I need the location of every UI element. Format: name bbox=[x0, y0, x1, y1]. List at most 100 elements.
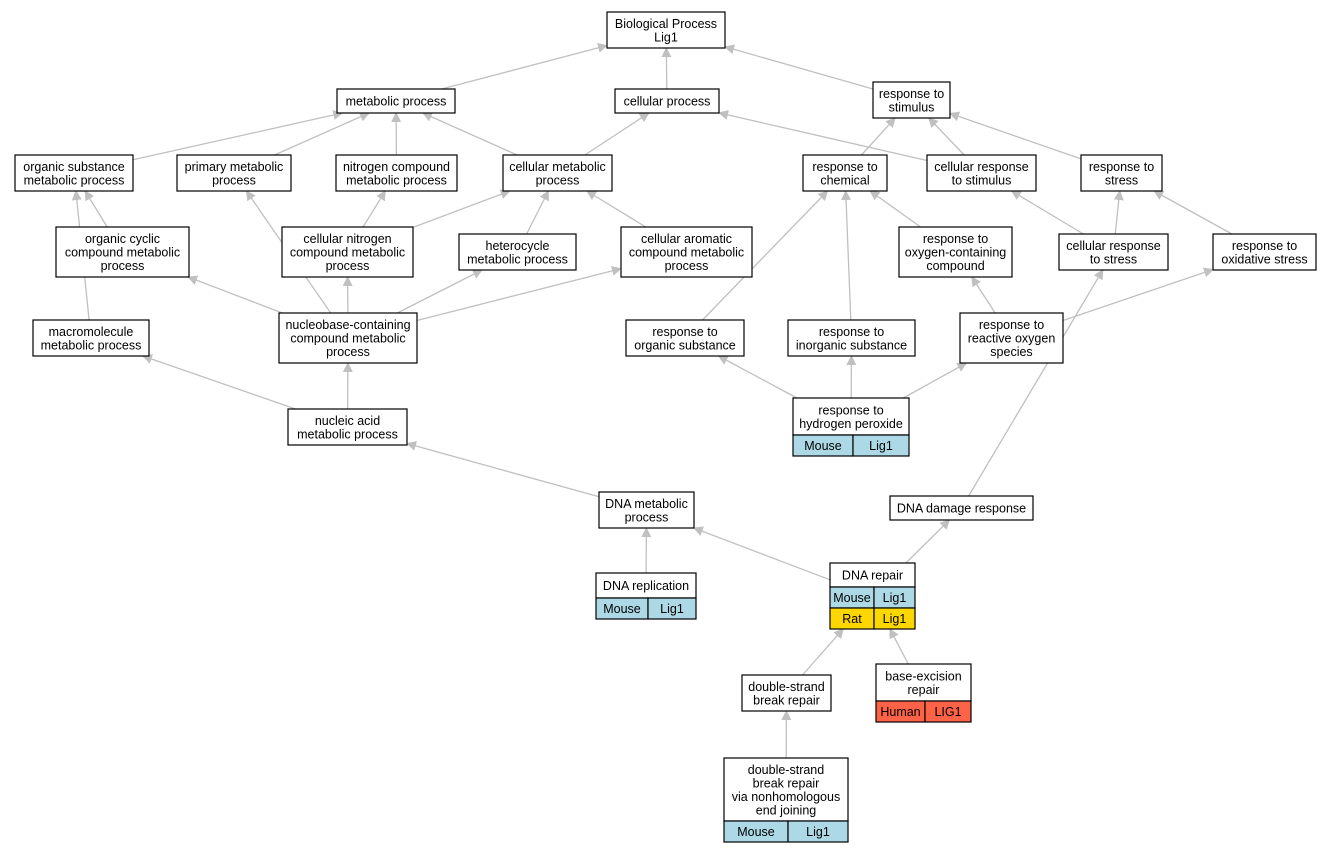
edge-organic-substance-to-metabolic bbox=[132, 110, 344, 161]
term-label-line: process bbox=[665, 259, 709, 273]
edge-response-oxidative-to-response-stress bbox=[1153, 190, 1233, 235]
term-label-line: cellular nitrogen bbox=[303, 232, 391, 246]
edge-response-oxygen-compound-to-response-chemical bbox=[869, 190, 921, 228]
gene-cell bbox=[924, 700, 972, 723]
term-label-line: Lig1 bbox=[654, 30, 678, 44]
term-label-line: primary metabolic bbox=[185, 160, 284, 174]
term-label-line: nucleic acid bbox=[315, 414, 380, 428]
term-label-line: organic cyclic bbox=[85, 232, 160, 246]
term-label-line: response to bbox=[819, 325, 884, 339]
term-label-line: cellular metabolic bbox=[509, 160, 606, 174]
term-box bbox=[620, 226, 753, 278]
species-label: Rat bbox=[842, 612, 862, 626]
term-label-line: cellular process bbox=[624, 95, 711, 109]
term-label-line: to stress bbox=[1090, 252, 1137, 266]
edge-nucleic-acid-to-macromolecule bbox=[141, 354, 296, 410]
edge-metabolic-to-root bbox=[441, 42, 608, 90]
term-label-line: hydrogen peroxide bbox=[799, 417, 903, 431]
term-box bbox=[787, 319, 916, 357]
edge-response-organic-to-response-chemical bbox=[702, 190, 829, 321]
edge-cellular-response-stress-to-cellular-response-stimulus bbox=[1010, 190, 1084, 235]
edge-cellular-response-stimulus-to-response-stimulus bbox=[928, 117, 965, 156]
term-label-line: heterocycle bbox=[486, 239, 550, 253]
edge-cellular-aromatic-to-cellular-metabolic bbox=[586, 190, 647, 228]
term-box bbox=[898, 226, 1013, 278]
term-box bbox=[335, 154, 458, 192]
edge-nucleobase-to-cellular-aromatic bbox=[416, 265, 622, 322]
go-term-dna-damage[interactable]: DNA damage response bbox=[889, 495, 1034, 521]
term-box bbox=[723, 757, 849, 822]
annotation-row: Rat Lig1 bbox=[829, 607, 916, 630]
term-label-line: DNA replication bbox=[603, 579, 689, 593]
term-box bbox=[595, 572, 697, 599]
edge-response-h2o2-to-response-ros bbox=[902, 362, 968, 399]
term-label-line: chemical bbox=[820, 173, 869, 187]
annotation-row: Mouse Lig1 bbox=[792, 434, 910, 457]
term-label-line: metabolic process bbox=[467, 252, 568, 266]
term-label-line: repair bbox=[908, 683, 940, 697]
edge-dna-metabolic-to-nucleic-acid bbox=[406, 441, 600, 498]
term-label-line: compound metabolic bbox=[290, 246, 405, 260]
term-box bbox=[176, 154, 292, 192]
term-box bbox=[32, 319, 150, 357]
term-label-line: process bbox=[101, 259, 145, 273]
gene-label: Lig1 bbox=[883, 612, 907, 626]
term-box bbox=[926, 154, 1037, 192]
go-term-metabolic[interactable]: metabolic process bbox=[336, 88, 456, 114]
edge-dna-repair-to-dna-metabolic bbox=[692, 526, 831, 581]
term-label-line: DNA metabolic bbox=[605, 497, 688, 511]
species-label: Mouse bbox=[833, 591, 871, 605]
term-box bbox=[889, 495, 1034, 521]
species-label: Mouse bbox=[804, 439, 842, 453]
term-box bbox=[872, 81, 951, 119]
term-label-line: response to bbox=[652, 325, 717, 339]
term-label-line: process bbox=[326, 345, 370, 359]
go-term-cellular[interactable]: cellular process bbox=[614, 88, 720, 114]
term-label-line: process bbox=[326, 259, 370, 273]
term-box bbox=[14, 154, 134, 192]
gene-label: Lig1 bbox=[869, 439, 893, 453]
term-box bbox=[1212, 233, 1317, 271]
term-label-line: cellular response bbox=[934, 160, 1029, 174]
term-label-line: compound bbox=[926, 259, 984, 273]
edge-cellular-response-stress-to-response-stress bbox=[1113, 190, 1124, 235]
edge-response-ros-to-response-oxidative bbox=[1062, 267, 1214, 322]
term-box bbox=[278, 312, 418, 364]
edge-organic-cyclic-to-organic-substance bbox=[84, 190, 108, 228]
term-label-line: macromolecule bbox=[49, 325, 134, 339]
edge-heterocycle-to-cellular-metabolic bbox=[526, 190, 549, 235]
term-label-line: DNA damage response bbox=[897, 502, 1026, 516]
term-label-line: metabolic process bbox=[41, 338, 142, 352]
